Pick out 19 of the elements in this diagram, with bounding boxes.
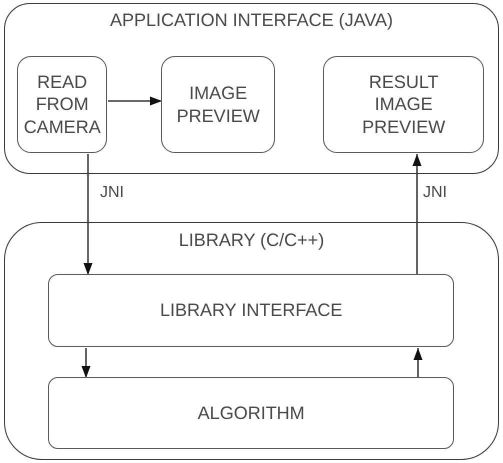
- process-box: [323, 56, 484, 154]
- arrow: [84, 154, 92, 275]
- process-box: [17, 56, 108, 154]
- box-label: ALGORITHM: [198, 402, 305, 424]
- box-label: IMAGE PREVIEW: [176, 82, 260, 128]
- arrow: [108, 96, 162, 106]
- group-box: [4, 3, 499, 174]
- group-title: APPLICATION INTERFACE (JAVA): [110, 9, 394, 31]
- arrow: [414, 348, 422, 378]
- process-box: [48, 377, 454, 450]
- box-label: RESULT IMAGE PREVIEW: [362, 70, 446, 138]
- box-label: LIBRARY INTERFACE: [160, 299, 342, 322]
- arrow: [82, 348, 90, 378]
- group-title: LIBRARY (C/C++): [178, 229, 324, 251]
- arrow: [412, 154, 422, 275]
- process-box: [48, 274, 454, 348]
- group-box: [4, 222, 499, 460]
- process-box: [161, 56, 276, 154]
- box-label: READ FROM CAMERA: [24, 70, 101, 138]
